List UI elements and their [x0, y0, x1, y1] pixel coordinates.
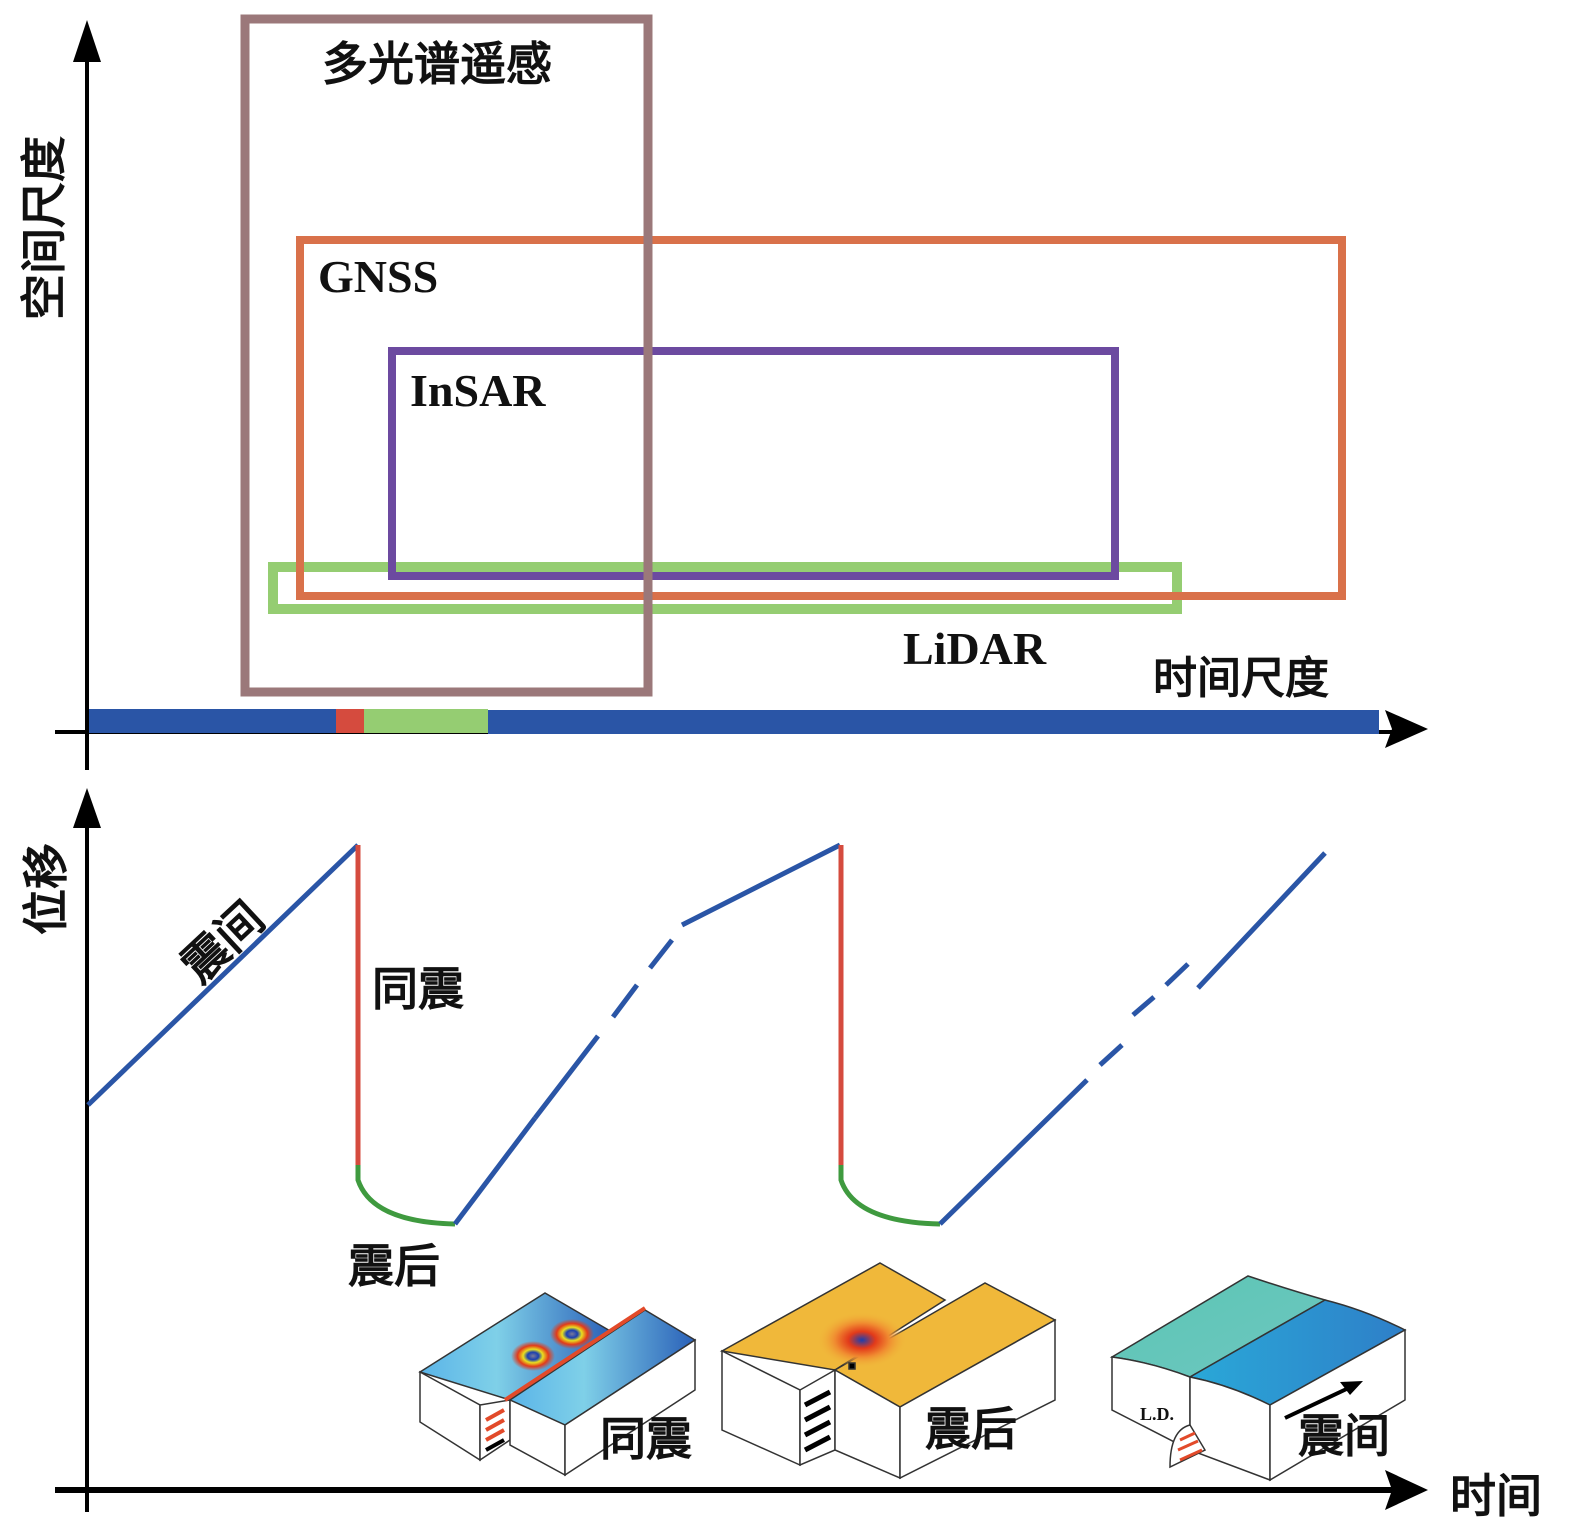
spatial-scale-label: 空间尺度	[17, 136, 71, 320]
multispectral-box	[240, 14, 653, 697]
displacement-label: 位移	[19, 843, 73, 935]
spatial-axis-arrowhead-icon	[73, 20, 101, 62]
insar-label: InSAR	[410, 365, 546, 416]
interseismic-dash	[1164, 962, 1190, 987]
lidar-label: LiDAR	[903, 623, 1047, 674]
time-axis-arrowhead-icon	[1385, 710, 1428, 748]
slip-arrow-icon	[1340, 1381, 1363, 1395]
interseismic-segment-2-dash	[533, 1034, 600, 1120]
interseismic-dash	[1131, 995, 1156, 1017]
locking-depth-annotation: L.D.	[1140, 1404, 1174, 1424]
lidar-box	[268, 562, 1182, 614]
interseismic-segment-2	[453, 1116, 537, 1226]
time-axis-arrowhead-icon	[1385, 1470, 1428, 1510]
timeline-segment-postseismic	[364, 709, 488, 733]
coseismic-block-diagram	[418, 1292, 697, 1477]
timeline-segment-interseismic	[89, 709, 336, 733]
interseismic-segment-2-end	[680, 842, 842, 928]
interseismic-segment-3-end	[1196, 851, 1327, 990]
time-scale-label: 时间尺度	[1153, 653, 1329, 704]
interseismic-dash	[611, 983, 639, 1019]
interseismic-dash	[1098, 1043, 1124, 1067]
bottom-panel: 位移 时间 震间 同震 震后	[19, 788, 1542, 1523]
interseismic-segment-3	[938, 1078, 1089, 1226]
interseismic-segment-1	[86, 843, 360, 1107]
postseismic-block-diagram	[719, 1262, 1057, 1480]
interseismic-block-diagram	[1109, 1275, 1407, 1482]
earthquake-cycle-curve	[86, 842, 1327, 1227]
coseismic-curve-label: 同震	[372, 962, 464, 1016]
postseismic-block-label: 震后	[925, 1402, 1017, 1456]
coseismic-block-label: 同震	[600, 1412, 692, 1466]
top-panel: 空间尺度 时间尺度 多光谱遥感 GNSS InSAR LiDAR	[17, 14, 1428, 770]
gnss-box	[296, 236, 1346, 600]
multispectral-label: 多光谱遥感	[322, 37, 552, 91]
interseismic-block-label: 震间	[1298, 1409, 1390, 1463]
time-label: 时间	[1450, 1469, 1542, 1523]
timeline-segment-coseismic	[336, 709, 364, 733]
timeline-segment-interseismic-late	[488, 710, 1379, 734]
insar-box	[388, 347, 1119, 580]
postseismic-curve-label: 震后	[348, 1239, 440, 1293]
postseismic-segment-2	[838, 1165, 941, 1227]
postseismic-segment-1	[355, 1165, 456, 1227]
displacement-axis-arrowhead-icon	[73, 788, 101, 828]
gnss-label: GNSS	[318, 251, 438, 302]
interseismic-curve-label: 震间	[171, 891, 275, 993]
interseismic-dash	[648, 938, 674, 970]
